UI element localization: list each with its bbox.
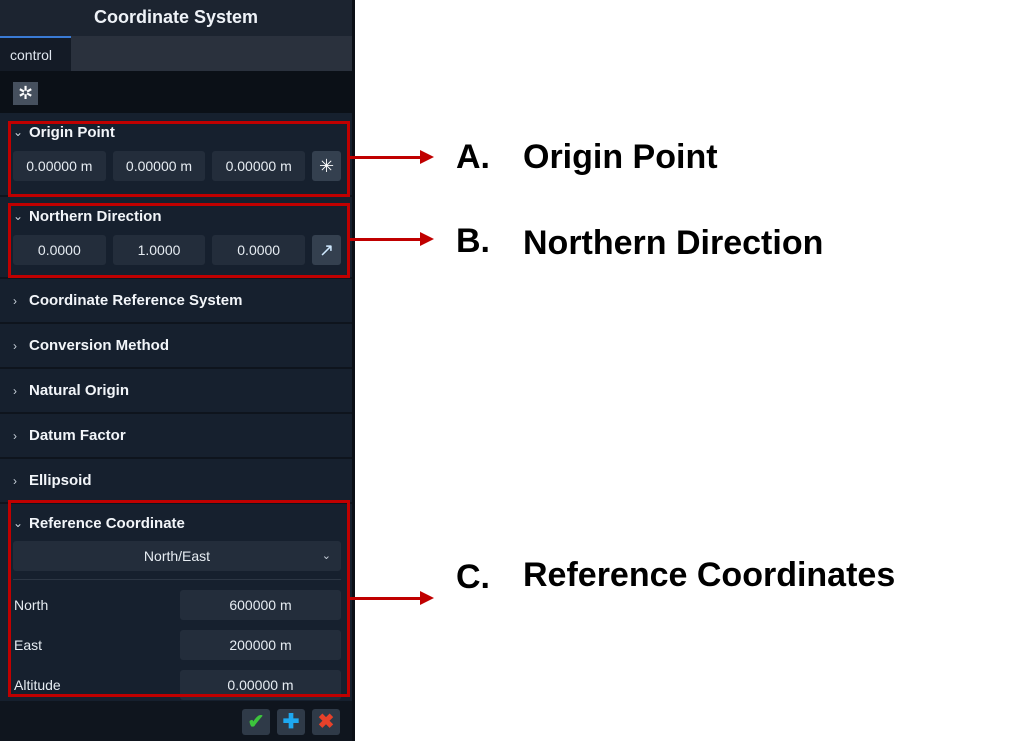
toolbar: ✲ bbox=[0, 71, 352, 113]
north-x-field[interactable]: 0.0000 bbox=[13, 235, 106, 265]
chevron-right-icon: › bbox=[13, 428, 17, 443]
section-datum-factor[interactable]: › Datum Factor bbox=[0, 414, 352, 459]
section-ellipsoid[interactable]: › Ellipsoid bbox=[0, 459, 352, 504]
pick-origin-button[interactable]: ✳ bbox=[312, 151, 342, 181]
annotation-letter-b: B. bbox=[456, 222, 490, 260]
annotation-letter-a: A. bbox=[456, 138, 490, 176]
origin-y-field[interactable]: 0.00000 m bbox=[112, 151, 206, 181]
chevron-right-icon: › bbox=[13, 293, 17, 308]
origin-x-field[interactable]: 0.00000 m bbox=[13, 151, 106, 181]
chevron-down-icon: ⌄ bbox=[13, 209, 24, 223]
annotation-text-a: Origin Point bbox=[523, 138, 718, 176]
plus-icon: ✚ bbox=[282, 711, 300, 733]
east-field[interactable]: 200000 m bbox=[180, 630, 341, 660]
star-burst-icon: ✳ bbox=[318, 156, 335, 176]
north-z-field[interactable]: 0.0000 bbox=[212, 235, 306, 265]
chevron-right-icon: › bbox=[13, 338, 17, 353]
chevron-down-icon: ⌄ bbox=[321, 550, 331, 562]
arrow-c bbox=[350, 591, 434, 605]
check-icon: ✔ bbox=[247, 711, 265, 733]
section-header-northern-direction[interactable]: ⌄ Northern Direction bbox=[0, 197, 352, 235]
north-field[interactable]: 600000 m bbox=[180, 590, 341, 620]
annotation-text-b: Northern Direction bbox=[523, 224, 824, 262]
chevron-right-icon: › bbox=[13, 383, 17, 398]
divider bbox=[13, 579, 341, 580]
highlight-origin-point bbox=[8, 121, 350, 197]
section-label: Reference Coordinate bbox=[29, 514, 185, 532]
highlight-reference-coordinate bbox=[8, 500, 350, 697]
arrow-b bbox=[350, 232, 434, 246]
east-row: East 200000 m bbox=[0, 625, 352, 665]
section-header-reference-coordinate[interactable]: ⌄ Reference Coordinate bbox=[0, 508, 352, 538]
gear-icon[interactable]: ✲ bbox=[13, 82, 38, 105]
altitude-label: Altitude bbox=[14, 677, 61, 693]
section-coordinate-reference-system[interactable]: › Coordinate Reference System bbox=[0, 279, 352, 324]
section-natural-origin[interactable]: › Natural Origin bbox=[0, 369, 352, 414]
window-title: Coordinate System bbox=[0, 0, 352, 36]
add-button[interactable]: ✚ bbox=[277, 709, 305, 735]
reference-mode-select[interactable]: North/East ⌄ bbox=[13, 541, 341, 571]
section-origin-point: ⌄ Origin Point 0.00000 m 0.00000 m 0.000… bbox=[0, 113, 352, 197]
section-header-origin-point[interactable]: ⌄ Origin Point bbox=[0, 113, 352, 151]
chevron-down-icon: ⌄ bbox=[13, 516, 24, 530]
footer-actions: ✔ ✚ ✖ bbox=[0, 701, 352, 741]
north-label: North bbox=[14, 597, 49, 613]
origin-z-field[interactable]: 0.00000 m bbox=[212, 151, 306, 181]
chevron-right-icon: › bbox=[13, 473, 17, 488]
north-y-field[interactable]: 1.0000 bbox=[112, 235, 206, 265]
section-label: Origin Point bbox=[29, 123, 115, 141]
annotation-letter-c: C. bbox=[456, 558, 490, 596]
pick-direction-button[interactable]: ↗ bbox=[312, 235, 342, 265]
section-label: Ellipsoid bbox=[29, 472, 92, 489]
section-label: Conversion Method bbox=[29, 337, 170, 354]
section-label: Northern Direction bbox=[29, 207, 162, 225]
section-conversion-method[interactable]: › Conversion Method bbox=[0, 324, 352, 369]
close-icon: ✖ bbox=[317, 711, 335, 733]
section-label: Coordinate Reference System bbox=[29, 292, 243, 309]
section-northern-direction: ⌄ Northern Direction 0.0000 1.0000 0.000… bbox=[0, 197, 352, 279]
cancel-button[interactable]: ✖ bbox=[312, 709, 340, 735]
confirm-button[interactable]: ✔ bbox=[242, 709, 270, 735]
arrow-a bbox=[350, 150, 434, 164]
chevron-down-icon: ⌄ bbox=[13, 125, 24, 139]
highlight-northern-direction bbox=[8, 203, 350, 278]
annotation-text-c: Reference Coordinates bbox=[523, 556, 896, 594]
tab-control[interactable]: control bbox=[0, 36, 71, 71]
select-value: North/East bbox=[143, 548, 211, 564]
section-label: Natural Origin bbox=[29, 382, 130, 399]
east-label: East bbox=[14, 637, 43, 653]
tab-bar: control bbox=[0, 36, 352, 71]
north-row: North 600000 m bbox=[0, 585, 352, 625]
section-label: Datum Factor bbox=[29, 427, 126, 444]
direction-arrow-icon: ↗ bbox=[318, 240, 335, 260]
